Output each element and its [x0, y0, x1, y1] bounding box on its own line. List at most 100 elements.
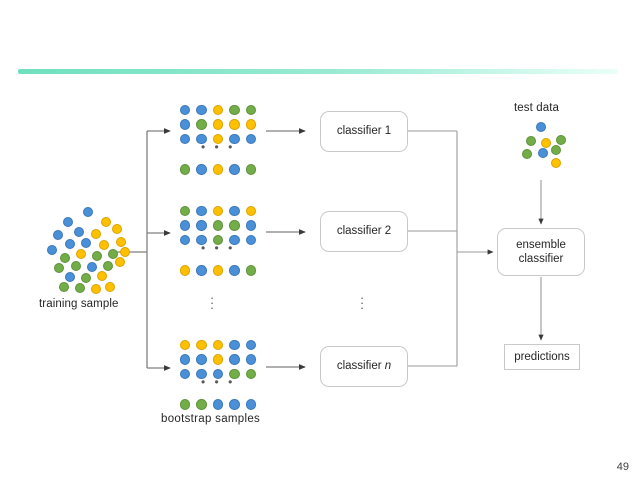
training-dot-green: [107, 248, 119, 260]
bootstrap-1-dot-blue: [196, 104, 207, 116]
bootstrap-2-dot-blue: [179, 234, 191, 246]
bootstrap-3-dot-blue: [229, 399, 240, 410]
test-dot-green: [521, 148, 533, 160]
bootstrap-3-dot-blue: [212, 399, 224, 410]
classifier-1-box[interactable]: classifier 1: [320, 111, 408, 152]
bootstrap-1-dot-yellow: [229, 119, 240, 130]
training-dot-blue: [86, 261, 98, 273]
training-dot-yellow: [115, 236, 127, 248]
test-dot-blue: [537, 147, 549, 159]
bootstrap-3-dot-blue: [245, 354, 257, 365]
bootstrap-3-dot-yellow: [212, 339, 224, 351]
bootstrap-3-dot-green: [179, 399, 191, 410]
bootstrap-2-dot-green: [212, 220, 224, 231]
training-dot-yellow: [114, 256, 126, 268]
ensemble-classifier-box[interactable]: ensemble classifier: [497, 228, 585, 276]
bootstrap-3-dot-blue: [179, 354, 191, 365]
bootstrap-2-dot-green: [245, 265, 257, 276]
training-dot-blue: [52, 229, 64, 241]
ensemble-line-1: ensemble: [516, 238, 566, 251]
bootstrap-2-dot-blue: [196, 234, 207, 246]
bootstrap-1-dot-blue: [179, 133, 191, 145]
vdot-2: .: [210, 292, 214, 307]
bootstrap-2-dot-yellow: [245, 205, 257, 217]
training-dot-yellow: [111, 223, 123, 235]
bootstrap-3-dot-blue: [229, 354, 240, 365]
classifier-n-prefix: classifier: [336, 360, 385, 373]
bootstrap-2-dot-yellow: [179, 265, 191, 276]
bootstrap-2-dot-yellow: [212, 265, 224, 276]
bootstrap-1-dot-yellow: [245, 119, 257, 130]
classifiers-vertical-ellipsis: . . .: [356, 288, 368, 312]
training-dot-green: [53, 262, 65, 274]
bootstrap-2-dot-blue: [179, 220, 191, 231]
test-data-label: test data: [514, 102, 560, 114]
test-dot-green: [525, 135, 537, 147]
training-dot-yellow: [90, 228, 102, 240]
bootstrap-3-dot-blue: [212, 368, 224, 380]
bootstrap-2-dot-blue: [245, 234, 257, 246]
bootstrap-2-dot-blue: [229, 205, 240, 217]
training-dot-blue: [80, 237, 92, 249]
training-dot-green: [91, 250, 103, 262]
bootstrap-2-dot-blue: [196, 220, 207, 231]
training-dot-yellow: [100, 216, 112, 228]
vdot-1: .: [210, 287, 214, 302]
bootstrap-1-dot-green: [229, 104, 240, 116]
test-dot-green: [550, 144, 562, 156]
training-dot-green: [70, 260, 82, 272]
bootstrap-1-dot-green: [179, 164, 191, 175]
bootstrap-2-dot-blue: [229, 265, 240, 276]
bootstrap-1-dot-yellow: [212, 164, 224, 175]
bootstrap-3-dot-blue: [245, 339, 257, 351]
bootstrap-1-dot-blue: [229, 164, 240, 175]
bootstrap-1-dot-blue: [179, 119, 191, 130]
bootstrap-2-dot-blue: [229, 234, 240, 246]
bootstrap-1-dot-blue: [179, 104, 191, 116]
classifier-n-label: classifier n: [337, 359, 391, 373]
training-dot-blue: [64, 271, 76, 283]
training-dot-blue: [73, 226, 85, 238]
sample-2-ellipsis: • • •: [201, 241, 236, 255]
predictions-label: predictions: [514, 350, 570, 363]
training-dot-green: [59, 252, 71, 264]
bootstrap-3-dot-yellow: [179, 339, 191, 351]
bootstrap-3-dot-blue: [245, 399, 257, 410]
training-dot-yellow: [98, 239, 110, 251]
bootstrap-2-dot-green: [179, 205, 191, 217]
bootstrap-3-dot-green: [245, 368, 257, 380]
test-dot-yellow: [550, 157, 562, 169]
training-dot-blue: [64, 238, 76, 250]
bootstrap-2-dot-green: [212, 234, 224, 246]
bootstrap-1-dot-yellow: [212, 119, 224, 130]
training-dot-green: [74, 282, 86, 294]
bootstrap-2-dot-green: [229, 220, 240, 231]
bootstrap-3-dot-green: [196, 399, 207, 410]
classifier-1-label: classifier 1: [336, 125, 392, 138]
bootstrap-3-dot-blue: [229, 339, 240, 351]
ensemble-line-2: classifier: [518, 253, 564, 265]
training-dot-yellow: [104, 281, 116, 293]
page-number: 49: [616, 461, 629, 473]
classifier-n-box[interactable]: classifier n: [320, 346, 408, 387]
bootstrap-3-dot-yellow: [212, 354, 224, 365]
vdot-3: .: [360, 297, 364, 312]
samples-vertical-ellipsis: . . .: [206, 287, 218, 311]
classifier-2-box[interactable]: classifier 2: [320, 211, 408, 252]
training-dot-green: [58, 281, 70, 293]
bootstrap-1-dot-blue: [229, 133, 240, 145]
predictions-box[interactable]: predictions: [504, 344, 580, 370]
training-sample-label: training sample: [39, 298, 119, 310]
classifier-2-label: classifier 2: [336, 225, 392, 238]
training-dot-yellow: [119, 246, 131, 258]
bootstrap-1-dot-green: [245, 104, 257, 116]
bootstrap-1-dot-green: [196, 119, 207, 130]
bootstrap-3-dot-blue: [196, 354, 207, 365]
bootstrap-2-dot-blue: [196, 205, 207, 217]
training-dot-blue: [62, 216, 74, 228]
test-dot-yellow: [540, 137, 552, 149]
classifier-n-suffix: n: [384, 360, 392, 373]
